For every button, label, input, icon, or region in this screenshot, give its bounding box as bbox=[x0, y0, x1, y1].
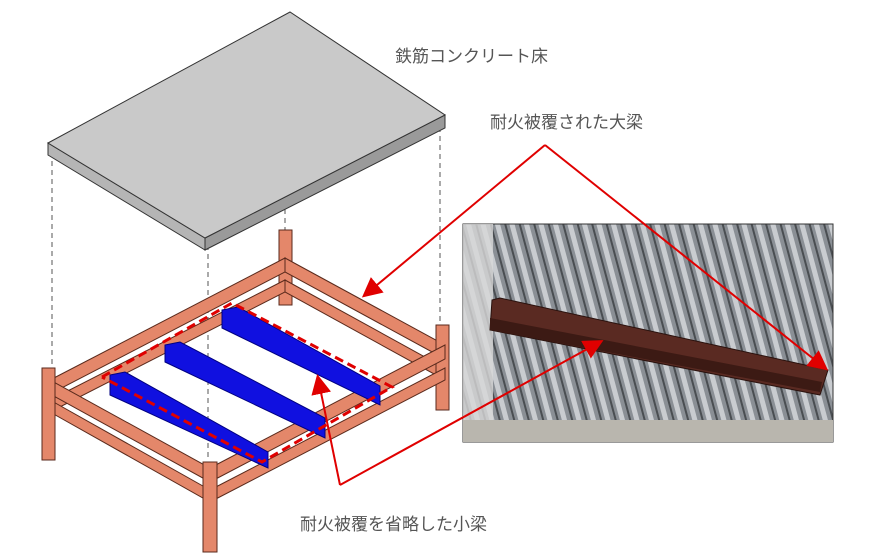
concrete-slab bbox=[46, 11, 446, 251]
projection-lines bbox=[51, 20, 441, 460]
callout-arrows bbox=[311, 144, 829, 486]
beam-photo bbox=[462, 223, 834, 443]
girder-label: 耐火被覆された大梁 bbox=[490, 113, 643, 133]
slab-label: 鉄筋コンクリート床 bbox=[395, 47, 548, 67]
beam-label: 耐火被覆を省略した小梁 bbox=[300, 515, 487, 535]
girder-highlight bbox=[101, 301, 396, 464]
